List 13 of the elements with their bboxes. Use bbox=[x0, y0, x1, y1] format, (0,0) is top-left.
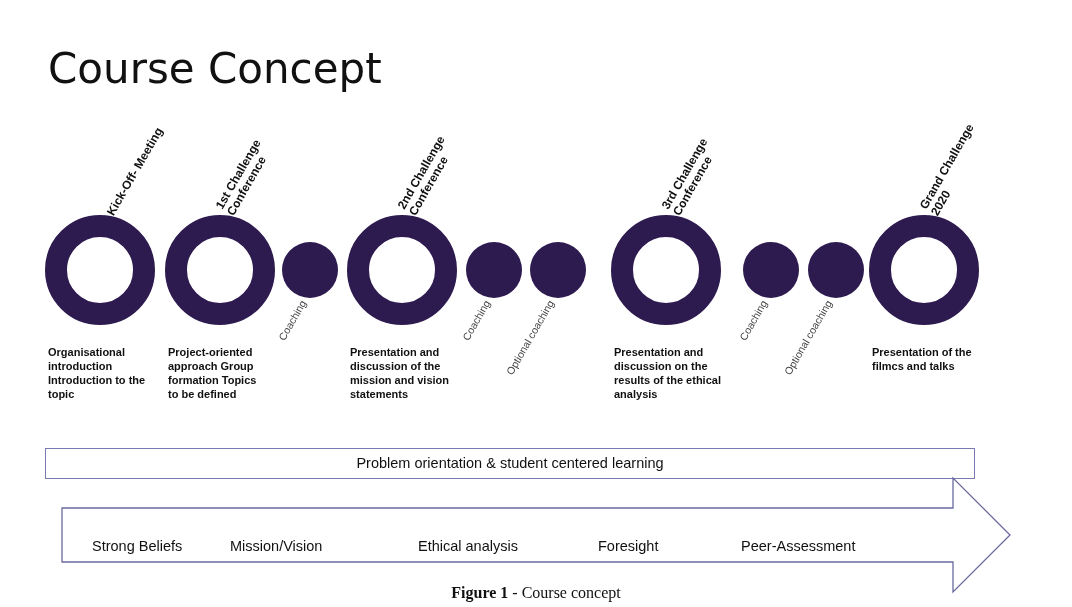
phase-label: Peer-Assessment bbox=[741, 538, 856, 554]
phase-label: Foresight bbox=[598, 538, 659, 554]
figure-caption: Figure 1 - Course concept bbox=[450, 584, 622, 602]
milestone-description: Project-oriented approach Group formation Topics to be defined bbox=[168, 345, 258, 401]
milestone-description: Organisational introduction Introduction to the topic bbox=[48, 345, 147, 401]
phase-label: Strong Beliefs bbox=[92, 538, 183, 554]
milestone-description: Presentation of the filmcs and talks bbox=[872, 345, 973, 373]
banner-box: Problem orientation & student centered learning bbox=[45, 448, 975, 479]
milestone-description: Presentation and discussion on the results of the ethical analysis bbox=[614, 345, 722, 401]
milestone-description: Presentation and discussion of the mission and vision statements bbox=[350, 345, 451, 401]
diagram-title: Course Concept bbox=[48, 44, 382, 93]
phase-label: Ethical analysis bbox=[418, 538, 518, 554]
phase-label: Mission/Vision bbox=[230, 538, 323, 554]
